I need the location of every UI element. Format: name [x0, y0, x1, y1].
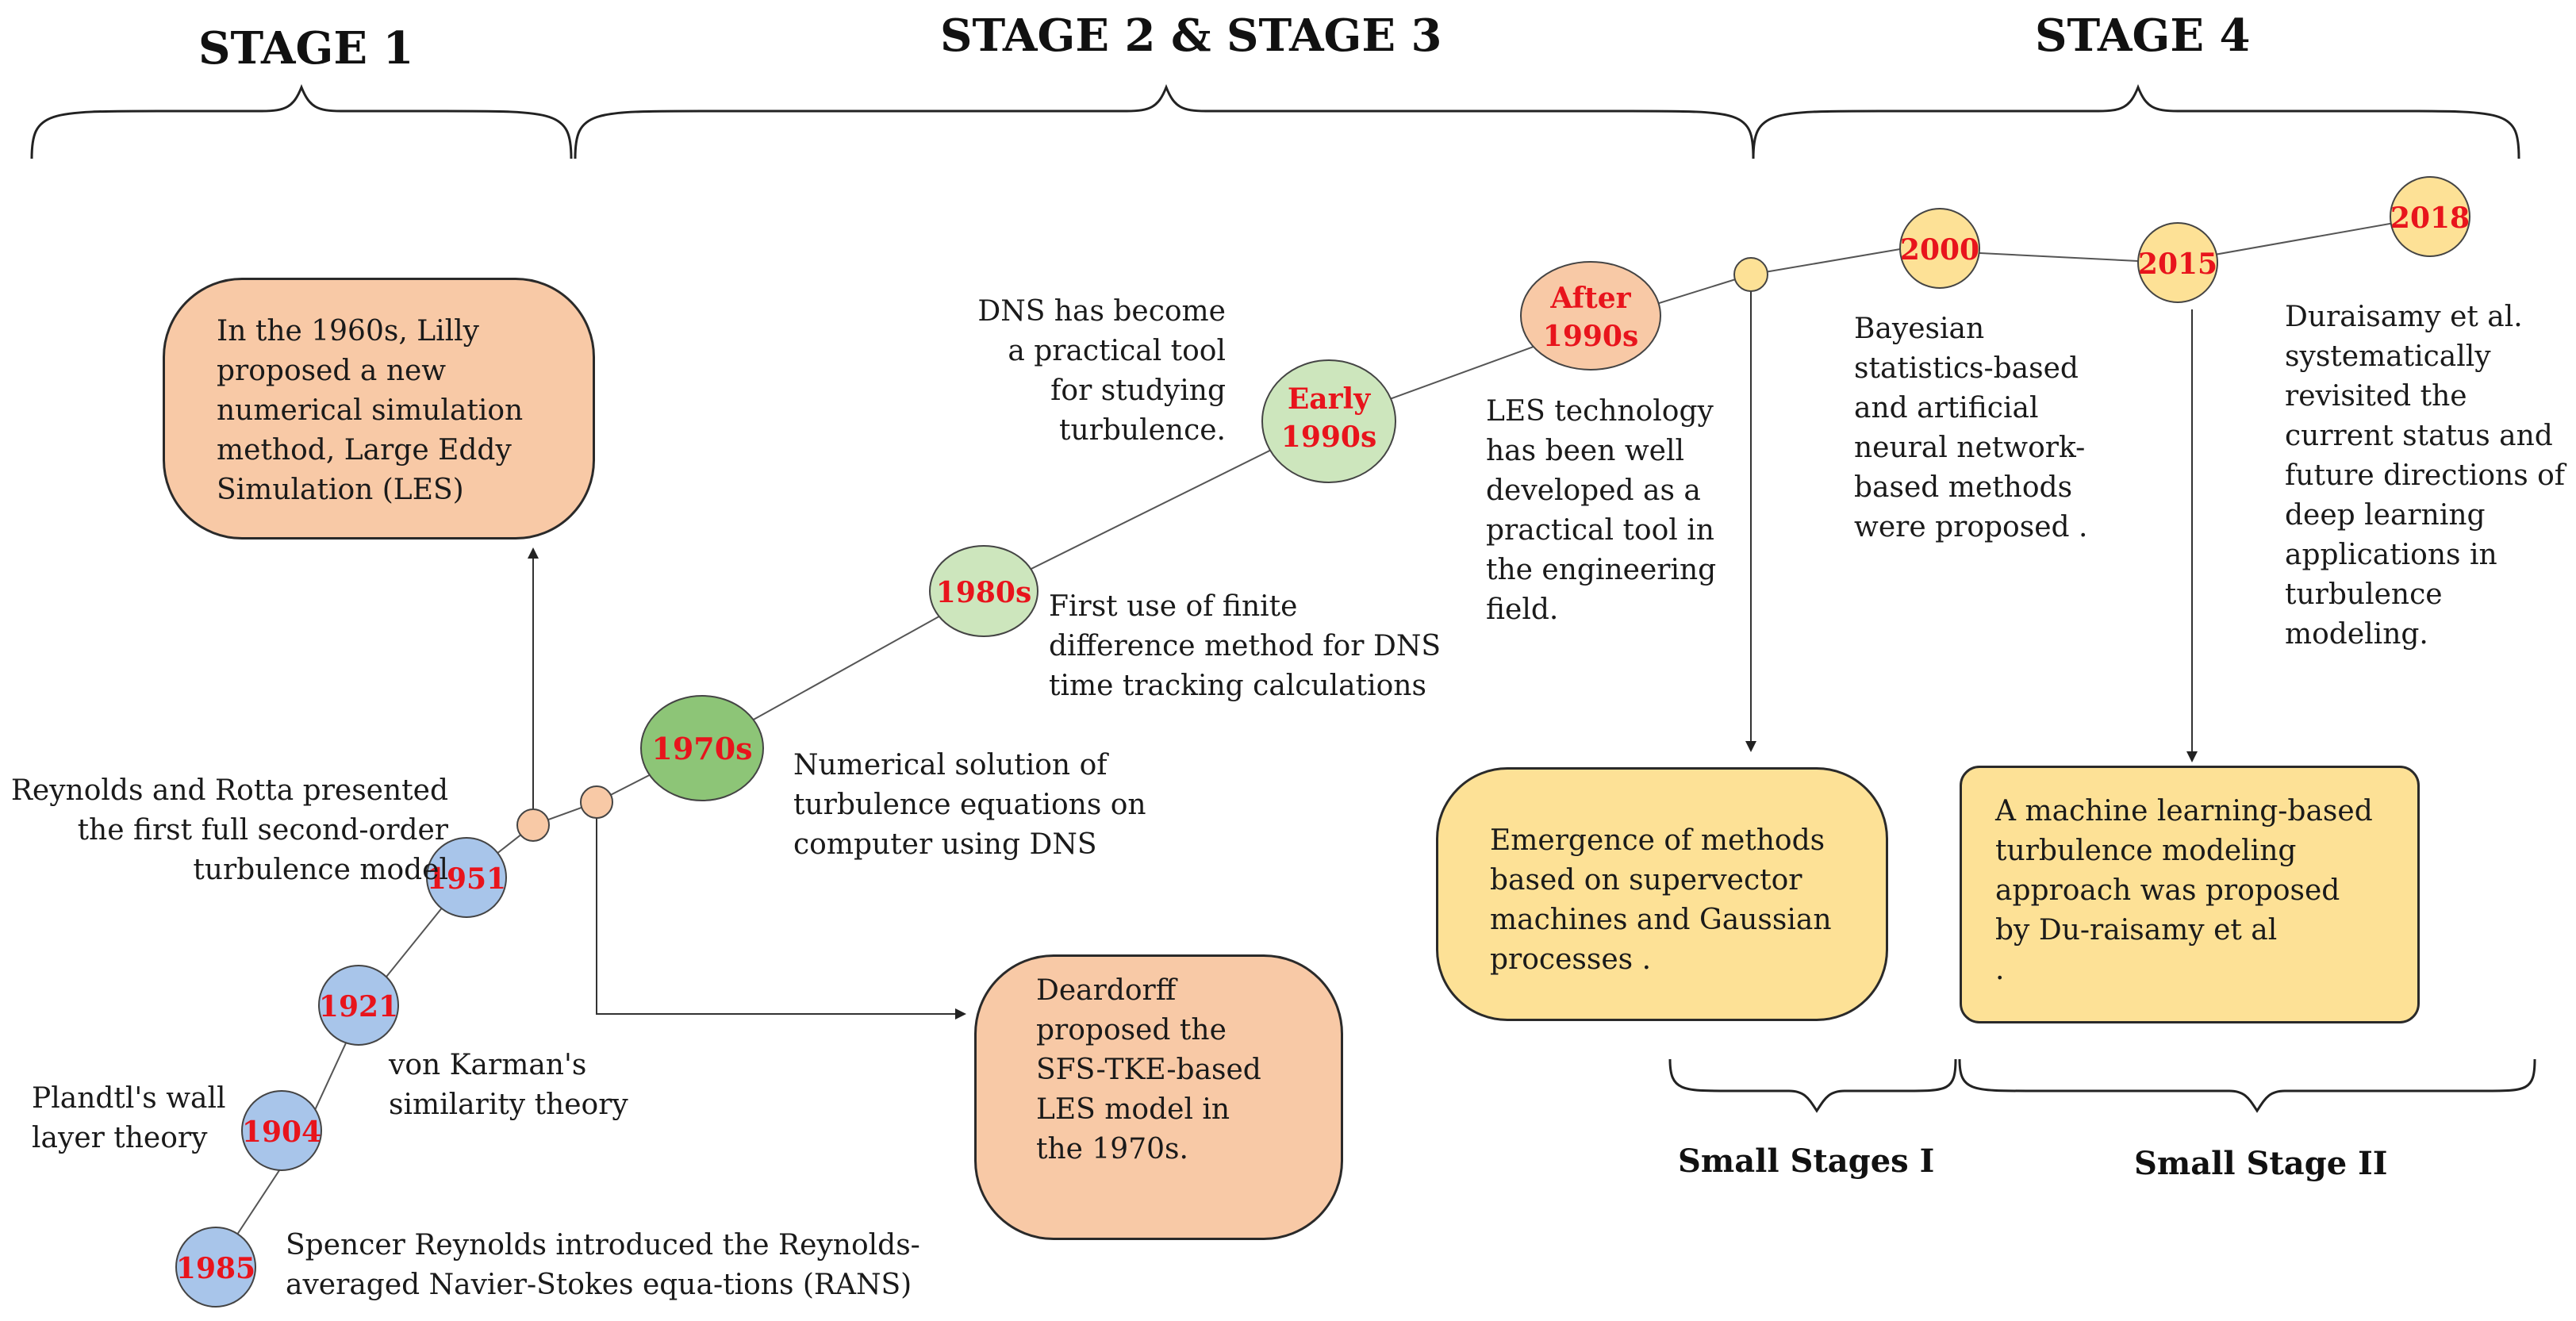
node-after-label-2: 1990s [1543, 320, 1638, 353]
ml-box-text: A machine learning-based turbulence mode… [1995, 795, 2373, 986]
node-2000: 2000 [1899, 208, 1980, 289]
node-1985: 1985 [175, 1227, 256, 1308]
les-practical-text: LES technology has been well developed a… [1486, 395, 1717, 626]
node-1951-label: 1951 [427, 862, 506, 896]
node-2018-label: 2018 [2390, 202, 2470, 235]
karman-text: von Karman's similarity theory [389, 1049, 628, 1121]
rotta-text: Reynolds and Rotta presented the first f… [10, 774, 448, 886]
node-2015: 2015 [2137, 222, 2218, 303]
small-stage1-brace [1668, 1058, 1957, 1113]
finite-difference-text: First use of finite difference method fo… [1049, 590, 1441, 702]
node-early-1990s: Early 1990s [1261, 359, 1396, 483]
node-2000-label: 2000 [1900, 233, 1979, 267]
svm-box-text: Emergence of methods based on supervecto… [1490, 824, 1832, 976]
node-1951: 1951 [426, 837, 507, 918]
node-1921: 1921 [318, 965, 399, 1046]
stage4-brace [1752, 83, 2520, 159]
svm-box: Emergence of methods based on supervecto… [1436, 767, 1888, 1021]
plandtl-text: Plandtl's wall layer theory [32, 1082, 226, 1154]
node-early-label-2: 1990s [1281, 420, 1376, 454]
duraisamy-text: Duraisamy et al. systematically revisite… [2285, 301, 2566, 651]
deardorff-box: Deardorff proposed the SFS-TKE-based LES… [974, 954, 1343, 1240]
stage1-brace [30, 83, 573, 159]
node-2015-label: 2015 [2138, 248, 2217, 281]
node-after-label-1: After [1549, 282, 1631, 315]
small-stage2-brace [1958, 1058, 2536, 1113]
bayesian-text: Bayesian statistics-based and artificial… [1854, 313, 2088, 543]
node-1921-label: 1921 [319, 990, 398, 1023]
stage1-title: STAGE 1 [198, 22, 414, 75]
dot-1960s [580, 785, 613, 819]
node-after-1990s: After 1990s [1520, 261, 1661, 371]
deardorff-box-text: Deardorff proposed the SFS-TKE-based LES… [1036, 974, 1261, 1165]
small-stages-1-title: Small Stages I [1678, 1142, 1935, 1180]
rans-text: Spencer Reynolds introduced the Reynolds… [286, 1229, 920, 1301]
stage23-brace [574, 83, 1755, 159]
node-1980s: 1980s [929, 545, 1038, 637]
node-2018: 2018 [2390, 176, 2470, 257]
dot-rotta [516, 808, 550, 842]
numerical-dns-text: Numerical solution of turbulence equatio… [793, 749, 1146, 861]
lilly-box: In the 1960s, Lilly proposed a new numer… [163, 278, 595, 540]
stage4-title: STAGE 4 [2035, 10, 2251, 62]
node-early-label-1: Early [1288, 382, 1371, 416]
node-1980s-label: 1980s [936, 576, 1031, 609]
dot-stage4 [1733, 257, 1768, 292]
arrow-to-deardorff [596, 802, 966, 1020]
dns-practical-text: DNS has become a practical tool for stud… [977, 295, 1226, 447]
node-1970s: 1970s [640, 695, 764, 801]
node-1904: 1904 [241, 1090, 322, 1171]
node-1985-label: 1985 [176, 1252, 255, 1285]
node-1904-label: 1904 [242, 1116, 321, 1149]
lilly-box-text: In the 1960s, Lilly proposed a new numer… [217, 315, 524, 506]
small-stage-2-title: Small Stage II [2134, 1145, 2388, 1182]
ml-box: A machine learning-based turbulence mode… [1960, 766, 2420, 1023]
node-1970s-label: 1970s [651, 731, 752, 766]
stage23-title: STAGE 2 & STAGE 3 [940, 10, 1442, 62]
